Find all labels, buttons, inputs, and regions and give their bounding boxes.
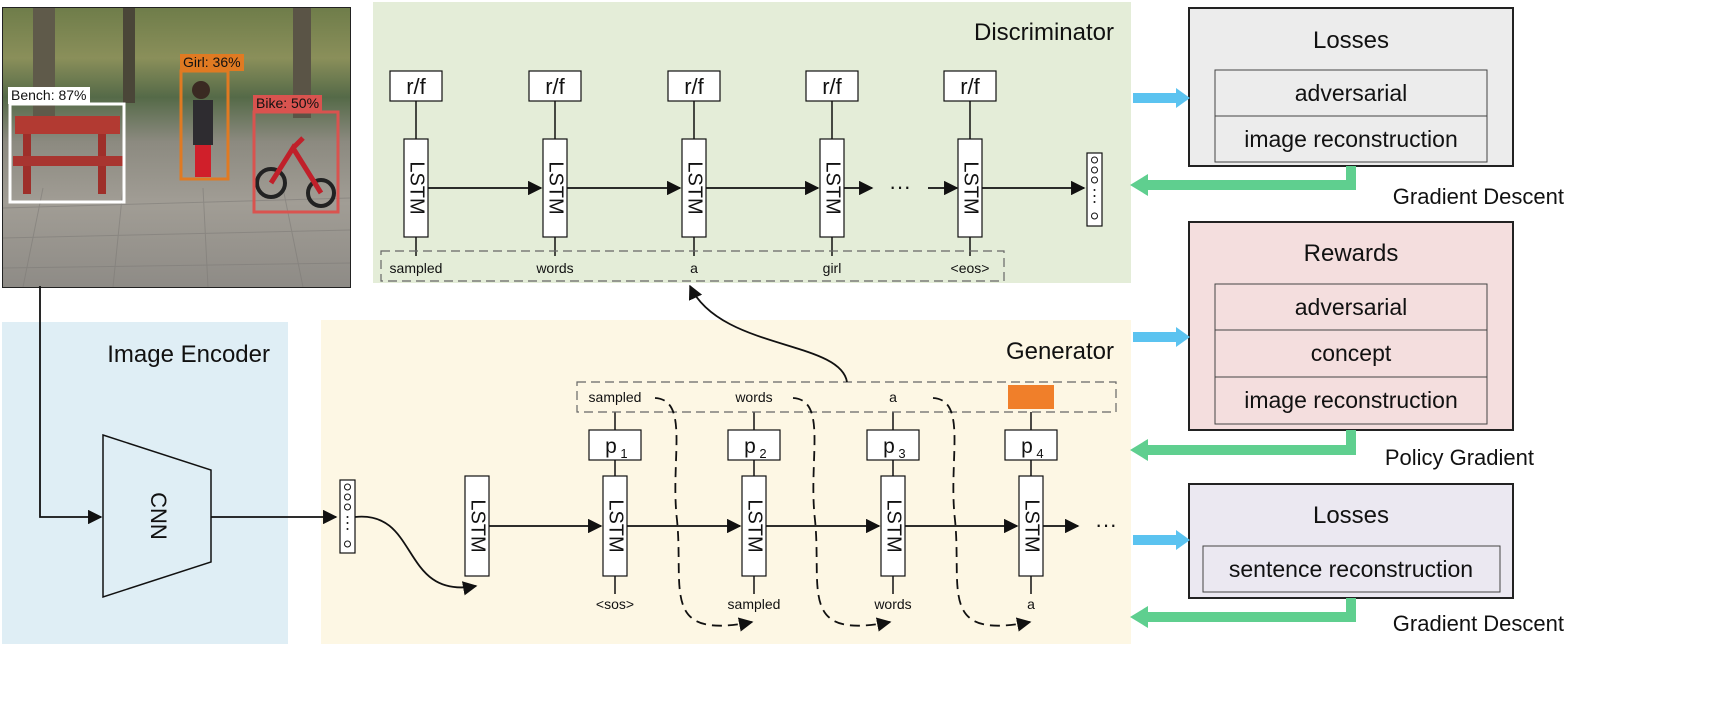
discriminator-word: sampled [390, 260, 443, 276]
discriminator-word: girl [823, 260, 842, 276]
gradient-descent-caption-top: Gradient Descent [1393, 184, 1564, 209]
forward-arrows [1133, 88, 1190, 550]
input-word: words [873, 596, 911, 612]
sampled-word: words [734, 389, 772, 405]
generator-lstm-init-label: LSTM [467, 499, 489, 552]
highlighted-word-box [1008, 385, 1054, 409]
rf-label: r/f [684, 74, 704, 99]
discriminator-lstm-label: LSTM [684, 161, 706, 214]
policy-subscript: 2 [759, 446, 766, 461]
policy-gradient-caption: Policy Gradient [1385, 445, 1534, 470]
backward-arrows [1130, 166, 1356, 628]
generator-ellipsis: ··· [1095, 512, 1117, 537]
generator-lstm-init [464, 475, 490, 577]
generator-lstm [880, 475, 906, 577]
generator-lstm-label: LSTM [744, 499, 766, 552]
input-word: a [1027, 596, 1035, 612]
input-photo: Bench: 87% Girl: 36% Bike: 50% [2, 7, 351, 288]
image-encoder-title: Image Encoder [107, 341, 270, 368]
policy-label: p [883, 435, 895, 458]
policy-box [866, 429, 920, 461]
gradient-descent-caption-bottom: Gradient Descent [1393, 611, 1564, 636]
bike-detection-label: Bike: 50% [253, 95, 323, 112]
sampled-word: a [889, 389, 897, 405]
losses-top-title: Losses [1313, 27, 1389, 54]
rewards-title: Rewards [1304, 240, 1399, 267]
discriminator-word: a [690, 260, 698, 276]
discriminator-lstm-label: LSTM [545, 161, 567, 214]
discriminator-lstm-label: LSTM [960, 161, 982, 214]
generator-lstm-label: LSTM [605, 499, 627, 552]
rf-box [528, 70, 582, 102]
rewards-item-image-reconstruction: image reconstruction [1244, 387, 1458, 413]
discriminator-output-vector [1086, 152, 1103, 227]
losses-bottom-item-sentence-reconstruction: sentence reconstruction [1229, 556, 1473, 582]
policy-label: p [744, 435, 756, 458]
rf-label: r/f [822, 74, 842, 99]
discriminator-word: <eos> [951, 260, 990, 276]
losses-top-item-adversarial: adversarial [1295, 80, 1408, 106]
rewards-item-concept: concept [1311, 340, 1392, 366]
input-word: <sos> [596, 596, 634, 612]
feature-vector [339, 479, 356, 554]
policy-label: p [1021, 435, 1033, 458]
rf-box [389, 70, 443, 102]
cnn-block [102, 433, 212, 599]
generator-lstm-label: LSTM [883, 499, 905, 552]
discriminator-lstm-label: LSTM [822, 161, 844, 214]
sampled-word: sampled [589, 389, 642, 405]
rf-label: r/f [545, 74, 565, 99]
generator-title: Generator [1006, 338, 1114, 365]
policy-subscript: 1 [620, 446, 627, 461]
input-word: sampled [728, 596, 781, 612]
sampling-feedback-curves [654, 397, 1032, 632]
policy-label: p [605, 435, 617, 458]
cnn-label: CNN [146, 492, 171, 540]
discriminator-lstm-label: LSTM [406, 161, 428, 214]
policy-box [1004, 429, 1058, 461]
discriminator-lstm [819, 138, 845, 238]
rf-label: r/f [406, 74, 426, 99]
rewards-item-adversarial: adversarial [1295, 294, 1408, 320]
policy-box [727, 429, 781, 461]
losses-bottom-title: Losses [1313, 502, 1389, 529]
bench-detection-label: Bench: 87% [8, 87, 90, 104]
discriminator-panel [373, 2, 1131, 283]
generator-panel [321, 320, 1131, 644]
rf-box [943, 70, 997, 102]
discriminator-title: Discriminator [974, 19, 1114, 46]
policy-box [588, 429, 642, 461]
policy-subscript: 3 [898, 446, 905, 461]
discriminator-ellipsis: ··· [889, 174, 911, 199]
discriminator-word: words [535, 260, 573, 276]
generator-lstm-label: LSTM [1021, 499, 1043, 552]
losses-top-item-image-reconstruction: image reconstruction [1244, 126, 1458, 152]
rf-label: r/f [960, 74, 980, 99]
rf-box [805, 70, 859, 102]
girl-detection-label: Girl: 36% [180, 54, 244, 71]
discriminator-words-box [380, 250, 1005, 282]
policy-subscript: 4 [1036, 446, 1043, 461]
discriminator-lstm [542, 138, 568, 238]
